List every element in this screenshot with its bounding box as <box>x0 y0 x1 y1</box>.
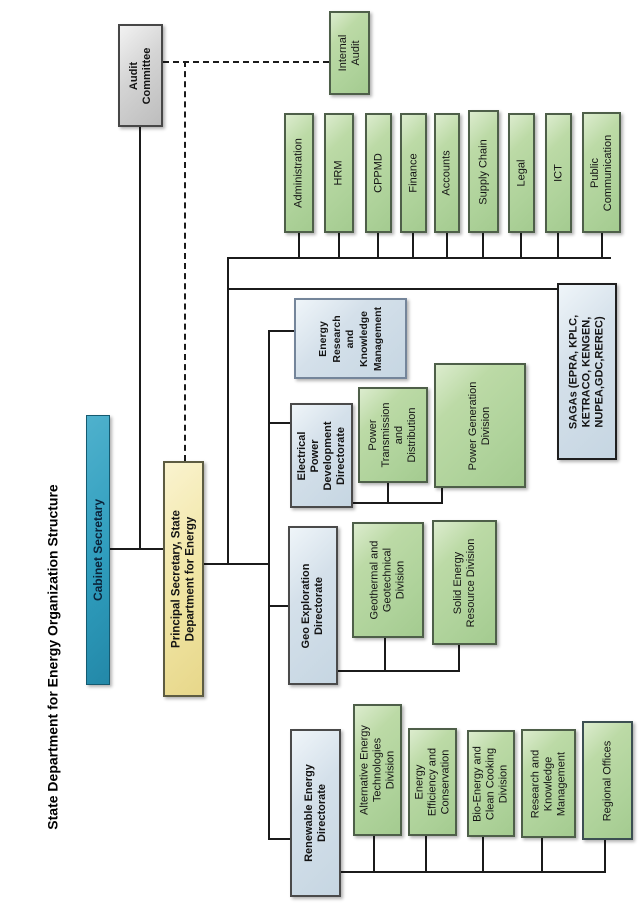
box-ict: ICT <box>545 113 572 233</box>
stub-supply-chain <box>482 233 484 257</box>
box-hrm: HRM <box>324 113 354 233</box>
box-cabinet-secretary: Cabinet Secretary <box>86 415 110 685</box>
box-regional-offices: Regional Offices <box>582 721 633 840</box>
stub-cppmd <box>377 233 379 257</box>
box-accounts: Accounts <box>434 113 460 233</box>
box-finance: Finance <box>400 113 427 233</box>
box-audit-committee-label: Audit Committee <box>127 47 153 104</box>
box-power-generation: Power Generation Division <box>434 363 526 488</box>
box-renewable: Renewable Energy Directorate <box>290 729 341 897</box>
stub-hrm <box>338 233 340 257</box>
box-sagas: SAGAs (EPRA, KPLC, KETRACO, KENGEN, NUPE… <box>557 283 617 460</box>
box-cppmd: CPPMD <box>365 113 392 233</box>
box-energy-research: Energy Research and Knowledge Management <box>294 298 407 379</box>
box-geothermal: Geothermal and Geotechnical Division <box>352 522 424 638</box>
box-research-km-label: Research and Knowledge Management <box>529 749 567 818</box>
box-power-generation-label: Power Generation Division <box>467 381 492 470</box>
box-power-transmission-label: Power Transmission and Distribution <box>367 402 418 468</box>
stub-energy-efficiency <box>425 836 427 871</box>
box-power-transmission: Power Transmission and Distribution <box>358 387 428 483</box>
box-energy-efficiency: Energy Efficiency and Conservation <box>408 728 457 836</box>
box-supply-chain-label: Supply Chain <box>477 138 490 205</box>
box-public-communication: Public Communication <box>582 112 621 233</box>
connector-audit-drop <box>139 127 141 548</box>
box-geo-exploration: Geo Exploration Directorate <box>288 526 338 685</box>
box-electrical-power: Electrical Power Development Directorate <box>290 403 353 508</box>
box-alt-energy-label: Alternative Energy Technologies Division <box>358 725 396 815</box>
box-internal-audit: Internal Audit <box>329 11 370 95</box>
box-cabinet-secretary-label: Cabinet Secretary <box>90 498 105 602</box>
box-solid-energy: Solid Energy Resource Division <box>432 520 497 645</box>
box-sagas-label: SAGAs (EPRA, KPLC, KETRACO, KENGEN, NUPE… <box>567 314 606 429</box>
stub-power-generation <box>441 488 443 502</box>
box-principal-secretary-label: Principal Secretary, State Department fo… <box>169 510 196 648</box>
box-finance-label: Finance <box>407 153 420 193</box>
box-administration-label: Administration <box>292 138 305 208</box>
box-hrm-label: HRM <box>332 160 345 186</box>
box-accounts-label: Accounts <box>440 150 453 196</box>
connector-renewable-children <box>341 871 606 873</box>
stub-regional-offices <box>604 840 606 871</box>
connector-stub-renewable <box>268 838 290 840</box>
box-legal-label: Legal <box>515 159 528 187</box>
stub-solid-energy <box>458 645 460 670</box>
connector-main-trunk <box>268 330 270 838</box>
box-supply-chain: Supply Chain <box>468 110 499 233</box>
connector-electrical-children <box>353 502 443 504</box>
connector-cabinet-ps <box>110 548 163 550</box>
box-bio-energy: Bio-Energy and Clean Cooking Division <box>467 730 515 837</box>
box-internal-audit-label: Internal Audit <box>336 34 362 72</box>
connector-ps-trunk <box>204 563 268 565</box>
box-research-km: Research and Knowledge Management <box>521 729 576 838</box>
box-alt-energy: Alternative Energy Technologies Division <box>353 704 402 836</box>
connector-bracket-left <box>227 257 229 563</box>
box-renewable-label: Renewable Energy Directorate <box>302 764 328 862</box>
box-regional-offices-label: Regional Offices <box>601 740 614 821</box>
stub-bio-energy <box>482 837 484 871</box>
connector-geo-children <box>338 670 460 672</box>
dashed-audit-internal <box>163 61 329 63</box>
stub-research-km <box>541 838 543 871</box>
box-principal-secretary: Principal Secretary, State Department fo… <box>163 461 204 697</box>
stub-geothermal <box>384 638 386 670</box>
dashed-audit-ps <box>184 61 186 461</box>
box-audit-committee: Audit Committee <box>118 24 163 127</box>
box-electrical-power-label: Electrical Power Development Directorate <box>295 420 347 491</box>
box-solid-energy-label: Solid Energy Resource Division <box>451 538 477 627</box>
stub-finance <box>412 233 414 257</box>
chart-title-label: State Department for Energy Organization… <box>44 484 61 830</box>
box-geothermal-label: Geothermal and Geotechnical Division <box>368 540 407 620</box>
connector-sagas-branch <box>227 288 557 290</box>
connector-stub-electrical <box>268 422 290 424</box>
stub-administration <box>298 233 300 257</box>
box-administration: Administration <box>284 113 314 233</box>
stub-legal <box>520 233 522 257</box>
stub-power-transmission <box>387 483 389 502</box>
box-bio-energy-label: Bio-Energy and Clean Cooking Division <box>471 745 510 822</box>
box-energy-research-label: Energy Research and Knowledge Management <box>316 306 383 371</box>
box-geo-exploration-label: Geo Exploration Directorate <box>300 563 325 648</box>
chart-title: State Department for Energy Organization… <box>36 458 70 856</box>
box-energy-efficiency-label: Energy Efficiency and Conservation <box>413 747 451 817</box>
box-public-communication-label: Public Communication <box>588 134 614 211</box>
connector-stub-energy-research <box>268 330 294 332</box>
stub-public-comm <box>601 233 603 257</box>
box-legal: Legal <box>508 113 535 233</box>
connector-stub-geo <box>268 605 288 607</box>
stub-ict <box>557 233 559 257</box>
connector-bus-top <box>227 257 611 259</box>
box-ict-label: ICT <box>552 164 565 182</box>
stub-accounts <box>446 233 448 257</box>
stub-alt-energy <box>373 836 375 871</box>
box-cppmd-label: CPPMD <box>372 153 385 193</box>
